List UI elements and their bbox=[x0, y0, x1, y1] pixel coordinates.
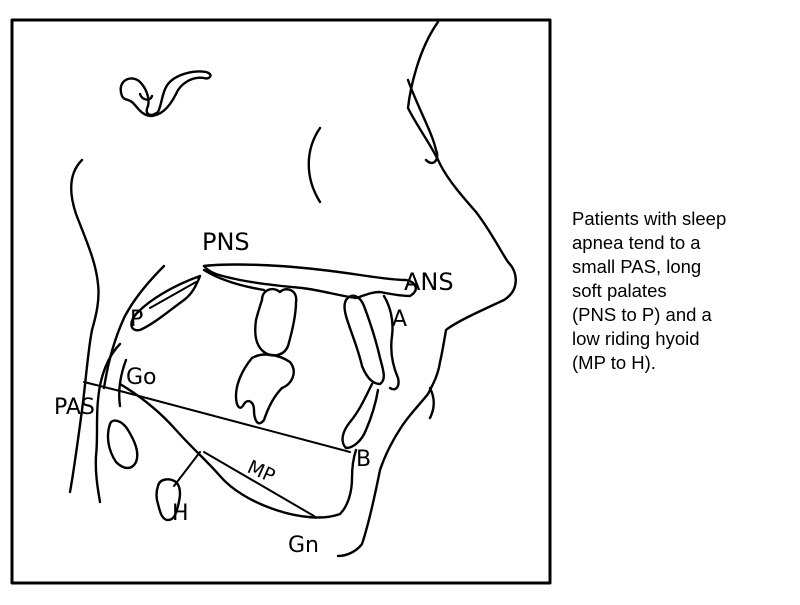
label-p: P bbox=[130, 307, 143, 332]
hyoid-epiglottis bbox=[106, 419, 139, 470]
pns-to-p-line bbox=[149, 281, 197, 309]
go-b-line bbox=[123, 391, 351, 453]
caption-line: Patients with sleep bbox=[572, 208, 727, 229]
figure-frame bbox=[10, 18, 552, 585]
upper-molar bbox=[254, 288, 298, 357]
lower-molar bbox=[234, 353, 295, 425]
maxilla-floor bbox=[202, 268, 266, 292]
pas-line bbox=[83, 381, 125, 393]
mp-to-h-line bbox=[173, 451, 201, 487]
caption-line: small PAS, long bbox=[572, 256, 702, 277]
cervical-outline bbox=[94, 342, 122, 504]
mandibular-plane-line bbox=[203, 451, 315, 517]
soft-palate bbox=[130, 274, 202, 332]
caption-line: low riding hyoid bbox=[572, 328, 700, 349]
pharynx-wall bbox=[102, 264, 166, 390]
figure-caption: Patients with sleep apnea tend to a smal… bbox=[572, 207, 797, 375]
label-h: H bbox=[172, 501, 189, 526]
ear-outline bbox=[119, 70, 212, 118]
caption-line: (PNS to P) and a bbox=[572, 304, 712, 325]
maxilla-outline bbox=[202, 263, 417, 300]
posterior-skull-outline bbox=[68, 158, 100, 494]
caption-line: soft palates bbox=[572, 280, 667, 301]
mandible-ramus bbox=[118, 358, 128, 408]
caption-line: (MP to H). bbox=[572, 352, 656, 373]
label-go: Go bbox=[126, 365, 157, 390]
label-pas: PAS bbox=[54, 395, 95, 420]
label-pns: PNS bbox=[202, 228, 250, 256]
lip-contour bbox=[428, 386, 435, 420]
orbit-curve bbox=[307, 126, 322, 204]
a-point-contour bbox=[382, 294, 400, 391]
caption-line: apnea tend to a bbox=[572, 232, 701, 253]
upper-incisor bbox=[343, 294, 385, 386]
label-a: A bbox=[392, 307, 407, 332]
hyoid-bone bbox=[155, 478, 182, 522]
label-gn: Gn bbox=[288, 533, 319, 558]
ear-inner bbox=[138, 92, 154, 101]
facial-profile-inner bbox=[406, 78, 439, 165]
lower-incisor bbox=[341, 382, 380, 450]
mandible-outline bbox=[118, 382, 358, 519]
label-mp: MP bbox=[244, 456, 278, 487]
label-ans: ANS bbox=[404, 268, 454, 296]
label-b: B bbox=[356, 447, 371, 472]
